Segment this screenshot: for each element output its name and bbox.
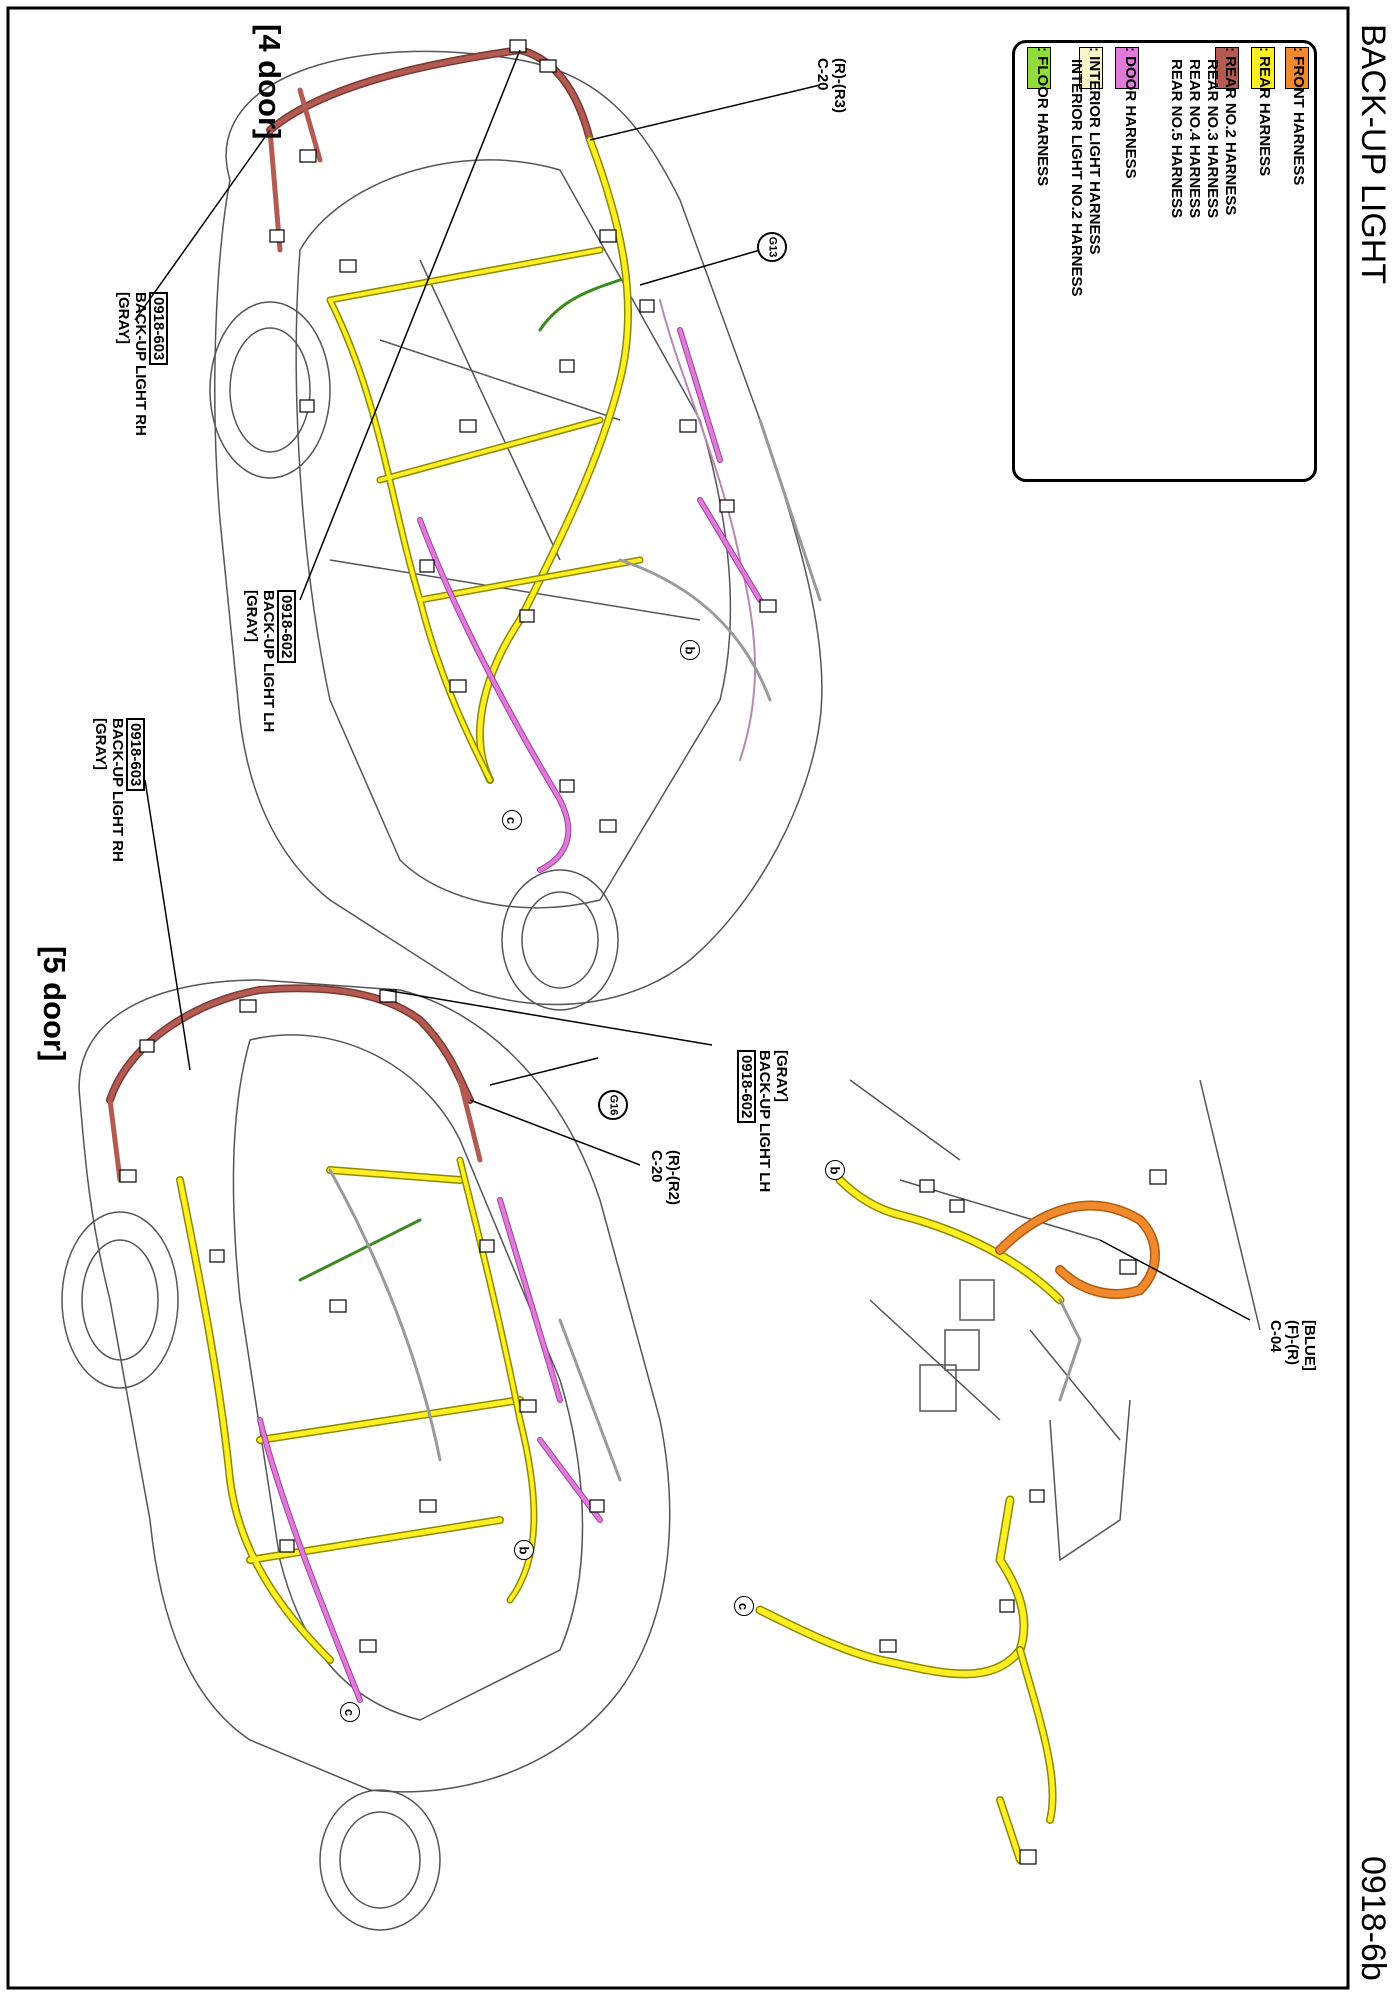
- legend-swatch-front: [1285, 47, 1309, 89]
- car-body-4door: [209, 50, 823, 1011]
- legend-label-rear-no3: REAR NO.3 HARNESS: [1204, 59, 1221, 219]
- legend-label-rear-no2: : REAR NO.2 HARNESS: [1222, 47, 1239, 216]
- car-body-5door: [61, 979, 671, 1931]
- legend-label-interior: : INTERIOR LIGHT HARNESS: [1086, 47, 1103, 255]
- callout-c20-4door: (R)-(R3) C-20: [814, 58, 848, 113]
- connector-code: 0918-603: [149, 292, 168, 366]
- legend-label-interior-no2: INTERIOR LIGHT NO.2 HARNESS: [1068, 59, 1085, 297]
- ground-point-g13: G13: [757, 232, 787, 262]
- legend-label-rear-no4: REAR NO.4 HARNESS: [1186, 59, 1203, 219]
- legend-swatch-floor: [1027, 47, 1051, 89]
- callout-rh-4door: 0918-603 BACK-UP LIGHT RH [GRAY]: [115, 292, 168, 436]
- junction-b-5door: b: [514, 1540, 534, 1560]
- legend-label-front: : FRONT HARNESS: [1290, 47, 1307, 186]
- legend-swatch-interior: [1079, 47, 1103, 89]
- harness-5door: [106, 984, 622, 1703]
- connector-code: 0918-602: [737, 1050, 756, 1124]
- junction-c-5door: c: [340, 1702, 360, 1722]
- legend-label-door: : DOOR HARNESS: [1122, 47, 1139, 179]
- harness-engine: [835, 1175, 1160, 1402]
- legend-label-rear-no5: REAR NO.5 HARNESS: [1168, 59, 1185, 219]
- legend-label-floor: : FLOOR HARNESS: [1034, 47, 1051, 187]
- ground-point-g16: G16: [598, 1090, 628, 1120]
- sheet-title: BACK-UP LIGHT: [1354, 24, 1392, 285]
- view-label-5door: [5 door]: [37, 946, 72, 1062]
- harness-4door: [266, 45, 822, 873]
- junction-c-rear: c: [734, 1596, 754, 1616]
- sheet-number: 0918-6b: [1354, 1856, 1392, 1981]
- connector-code: 0918-603: [126, 718, 145, 792]
- junction-c-4door: c: [502, 810, 522, 830]
- legend-swatch-rear: [1251, 47, 1275, 89]
- view-label-4door: [4 door]: [252, 24, 287, 140]
- callout-rh-5door: 0918-603 BACK-UP LIGHT RH [GRAY]: [92, 718, 145, 862]
- engine-detail: [849, 1079, 1261, 1562]
- callout-lh-5door: [GRAY] BACK-UP LIGHT LH 0918-602: [737, 1050, 790, 1193]
- connector-blocks: [119, 39, 1167, 1865]
- harness-rear-detail: [755, 1495, 1057, 1864]
- harness-legend: : FRONT HARNESS : REAR HARNESS : REAR NO…: [1012, 40, 1317, 482]
- callout-c20-5door: (R)-(R2) C-20: [648, 1150, 682, 1205]
- legend-swatch-door: [1115, 47, 1139, 89]
- junction-b-4door: b: [680, 640, 700, 660]
- connector-code: 0918-602: [277, 590, 296, 664]
- callout-lh-4door: 0918-602 BACK-UP LIGHT LH [GRAY]: [243, 590, 296, 733]
- leader-lines: [134, 49, 1251, 1321]
- outer-frame: [6, 6, 1350, 1990]
- junction-b-engine: b: [825, 1160, 845, 1180]
- legend-label-rear: : REAR HARNESS: [1256, 47, 1273, 177]
- callout-c04: [BLUE] (F)-(R) C-04: [1267, 1320, 1318, 1371]
- legend-swatch-rear-no2: [1215, 47, 1239, 89]
